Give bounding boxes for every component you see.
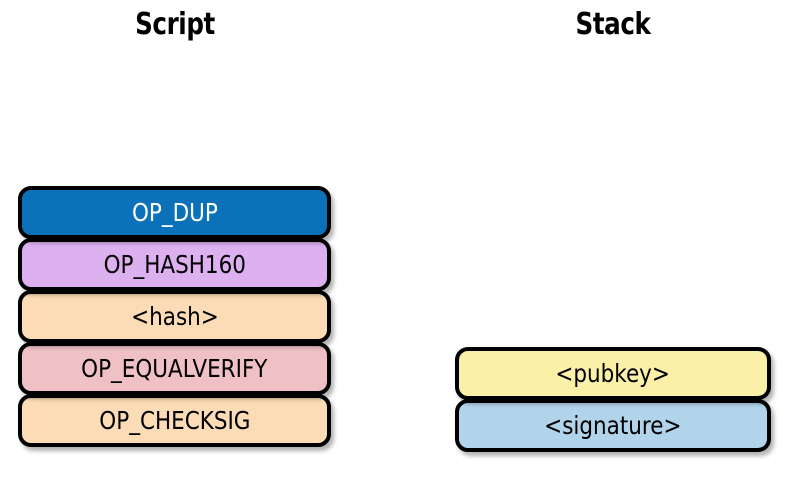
script-column-title: Script — [135, 7, 215, 42]
script-op-item-label: OP_HASH160 — [103, 249, 246, 279]
stack-list: <pubkey> <signature> — [455, 347, 771, 452]
script-stack-list: OP_DUP OP_HASH160 <hash> OP_EQUALVERIFY OP_C… — [18, 186, 331, 447]
script-op-item-label: OP_CHECKSIG — [98, 405, 251, 435]
stack-entry-item-label: <pubkey> — [555, 358, 671, 388]
script-op-item-label: <hash> — [130, 301, 219, 331]
stack-entry-item-label: <signature> — [544, 410, 682, 440]
stack-column-title: Stack — [575, 7, 651, 42]
script-op-item[interactable]: OP_DUP — [18, 186, 331, 239]
stack-entry-item[interactable]: <signature> — [455, 399, 771, 452]
script-op-item-label: OP_DUP — [131, 197, 218, 227]
script-op-item-label: OP_EQUALVERIFY — [81, 353, 268, 383]
script-op-item[interactable]: OP_CHECKSIG — [18, 394, 331, 447]
stack-entry-item[interactable]: <pubkey> — [455, 347, 771, 400]
script-op-item[interactable]: <hash> — [18, 290, 331, 343]
script-op-item[interactable]: OP_EQUALVERIFY — [18, 342, 331, 395]
script-op-item[interactable]: OP_HASH160 — [18, 238, 331, 291]
